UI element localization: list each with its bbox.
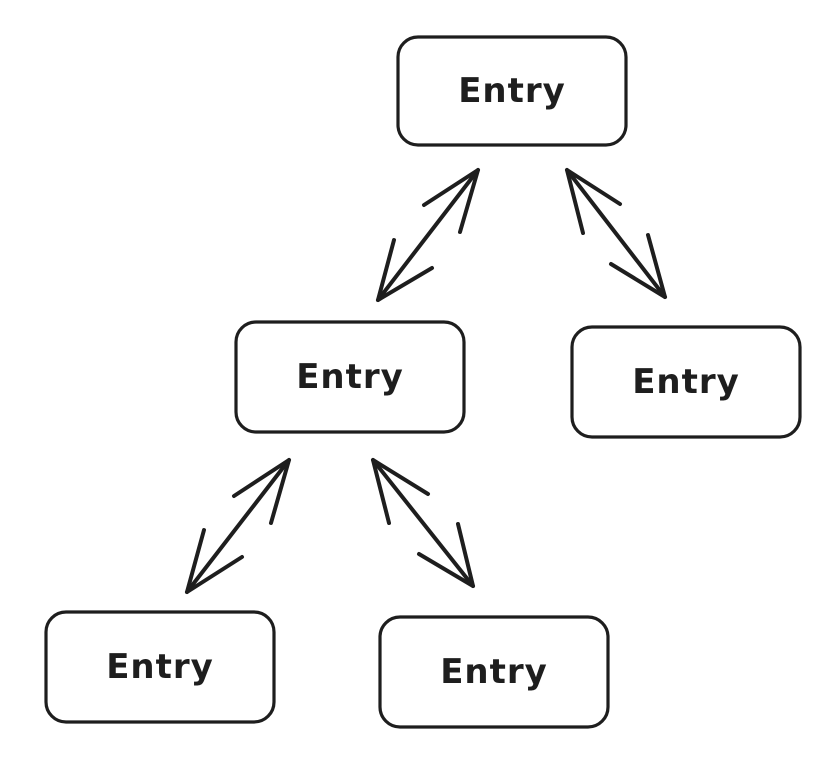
arrowhead-top-icon <box>422 168 480 234</box>
edge-left-child-to-left-right-grandchild <box>371 458 475 588</box>
edge-line <box>185 458 291 594</box>
edge-line <box>565 168 667 299</box>
node-label: Entry <box>296 357 404 397</box>
node-label: Entry <box>440 652 548 692</box>
node-left-right-grandchild[interactable]: Entry <box>378 615 610 729</box>
edge-root-to-right-child <box>565 168 667 299</box>
node-right-child[interactable]: Entry <box>570 325 802 439</box>
node-box <box>396 35 628 147</box>
edge-line <box>376 168 480 302</box>
node-left-left-grandchild[interactable]: Entry <box>44 610 276 724</box>
arrowhead-top-icon <box>565 168 622 235</box>
arrowhead-bottom-icon <box>609 233 667 299</box>
node-label: Entry <box>458 71 566 111</box>
arrowhead-top-icon <box>232 458 291 525</box>
node-label: Entry <box>632 362 740 402</box>
node-label: Entry <box>106 647 214 687</box>
arrowhead-bottom-icon <box>185 528 244 594</box>
node-left-child[interactable]: Entry <box>234 320 466 434</box>
node-box <box>570 325 802 439</box>
edge-line <box>371 458 475 588</box>
edge-left-child-to-left-left-grandchild <box>185 458 291 594</box>
node-root[interactable]: Entry <box>396 35 628 147</box>
node-box <box>44 610 276 724</box>
arrowhead-top-icon <box>371 458 430 525</box>
node-box <box>378 615 610 729</box>
arrowhead-bottom-icon <box>376 238 434 302</box>
node-box <box>234 320 466 434</box>
edge-root-to-left-child <box>376 168 480 302</box>
arrowhead-bottom-icon <box>417 522 475 588</box>
